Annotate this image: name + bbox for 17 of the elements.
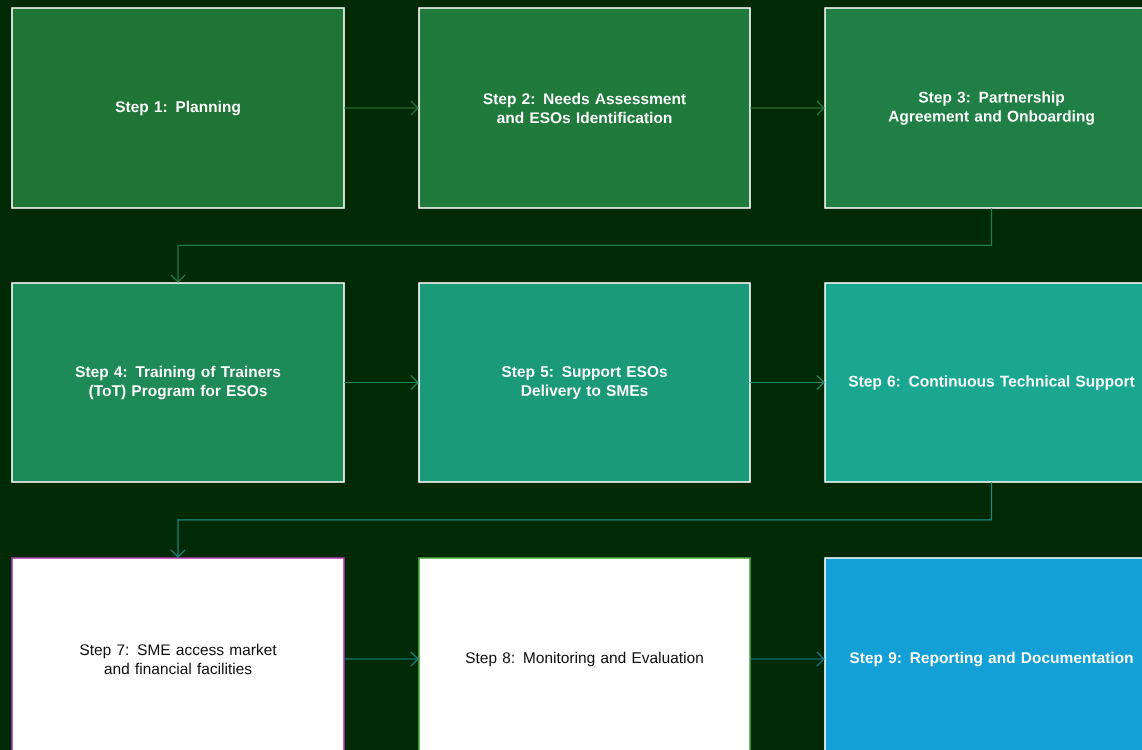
arrow: [343, 651, 419, 667]
arrow: [749, 374, 825, 391]
step-box: Step 9: Reporting and Documentation: [824, 557, 1142, 750]
arrow: [170, 207, 993, 283]
step-box: Step 1: Planning: [11, 7, 345, 209]
step-box: Step 8: Monitoring and Evaluation: [418, 557, 751, 750]
step-box: Step 2: Needs Assessment and ESOs Identification: [418, 7, 751, 209]
arrow: [170, 481, 993, 558]
arrow: [343, 374, 419, 391]
arrow: [749, 651, 825, 667]
step-box: Step 6: Continuous Technical Support: [824, 282, 1142, 483]
step-box: Step 4: Training of Trainers (ToT) Program for ESOs: [11, 282, 345, 483]
step-box: Step 3: Partnership Agreement and Onboarding: [824, 7, 1142, 209]
step-box: Step 7: SME access market and financial facilities: [11, 557, 345, 750]
step-box: Step 5: Support ESOs Delivery to SMEs: [418, 282, 751, 483]
arrow: [343, 100, 419, 116]
arrow: [749, 100, 825, 116]
